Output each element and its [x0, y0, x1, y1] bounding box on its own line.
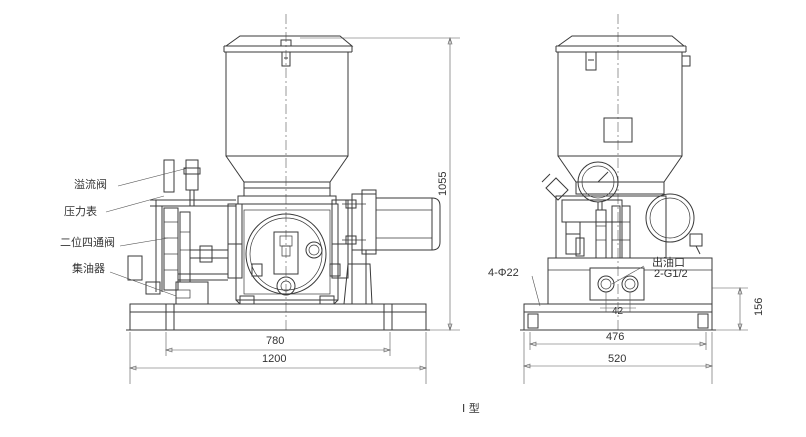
label-oil-collector: 集油器: [72, 261, 105, 275]
label-pressure-gauge: 压力表: [64, 204, 97, 218]
dim-1200: 1200: [262, 353, 286, 365]
label-overflow-valve: 溢流阀: [74, 177, 107, 191]
label-outlet: 出油口: [652, 255, 685, 269]
dim-42: 42: [612, 306, 624, 317]
label-outlet-thread: 2-G1/2: [654, 268, 688, 280]
side-view: [520, 14, 748, 384]
dim-156: 156: [753, 298, 765, 316]
dim-520: 520: [608, 353, 626, 365]
front-view: [105, 14, 460, 384]
dim-1055: 1055: [437, 172, 449, 196]
label-mounting-holes: 4-Φ22: [488, 267, 519, 279]
label-two-position-four-way-valve: 二位四通阀: [60, 235, 115, 249]
dim-476: 476: [606, 331, 624, 343]
dim-780: 780: [266, 335, 284, 347]
figure-caption: I 型: [462, 401, 480, 415]
